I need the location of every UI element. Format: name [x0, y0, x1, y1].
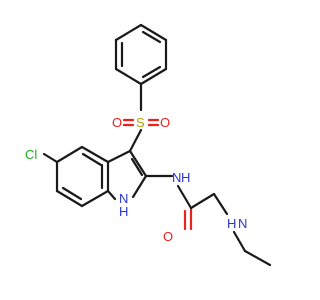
bond-ethyl	[243, 249, 272, 267]
oxygen-label: O	[163, 229, 173, 244]
bond-double-inner	[61, 186, 83, 201]
bond-double-inner	[141, 65, 162, 79]
hydrogen-label: H	[181, 170, 190, 185]
bond	[128, 149, 148, 178]
bond	[114, 23, 143, 42]
bond	[55, 145, 84, 164]
bond-double-inner	[81, 152, 103, 167]
bond	[114, 67, 143, 86]
hydrogen-label: H	[119, 204, 128, 219]
bond	[55, 189, 84, 208]
bond-n-ethyl	[232, 230, 247, 253]
oxygen-label: O	[160, 115, 170, 130]
bond	[106, 189, 117, 201]
hydrogen-label: H	[227, 216, 236, 231]
nitrogen-label: N	[172, 170, 181, 185]
bond-c-cl	[42, 152, 59, 164]
bond-double-inner	[130, 157, 144, 177]
benzo-ring	[55, 145, 110, 208]
bond	[139, 67, 168, 86]
bond	[131, 174, 148, 199]
bond-n-carbonyl	[176, 184, 193, 210]
bond	[106, 149, 132, 164]
phenyl-ring	[114, 23, 168, 86]
bond	[80, 145, 110, 164]
sulfur-label: S	[136, 115, 145, 130]
nitrogen-label: N	[119, 191, 128, 206]
chlorine-label: Cl	[25, 147, 37, 162]
pyrrole-ring	[106, 149, 148, 201]
bond	[80, 189, 110, 208]
bond-carbonyl-ch2	[189, 192, 216, 210]
bond-double-inner	[141, 30, 162, 44]
nitrogen-label: N	[238, 216, 247, 231]
bond	[139, 23, 168, 42]
molecule-canvas: O S O Cl N H N H O N H	[25, 23, 272, 267]
bond-ch2-n	[212, 192, 229, 216]
bond-s-c3	[128, 128, 143, 153]
oxygen-label: O	[112, 115, 122, 130]
